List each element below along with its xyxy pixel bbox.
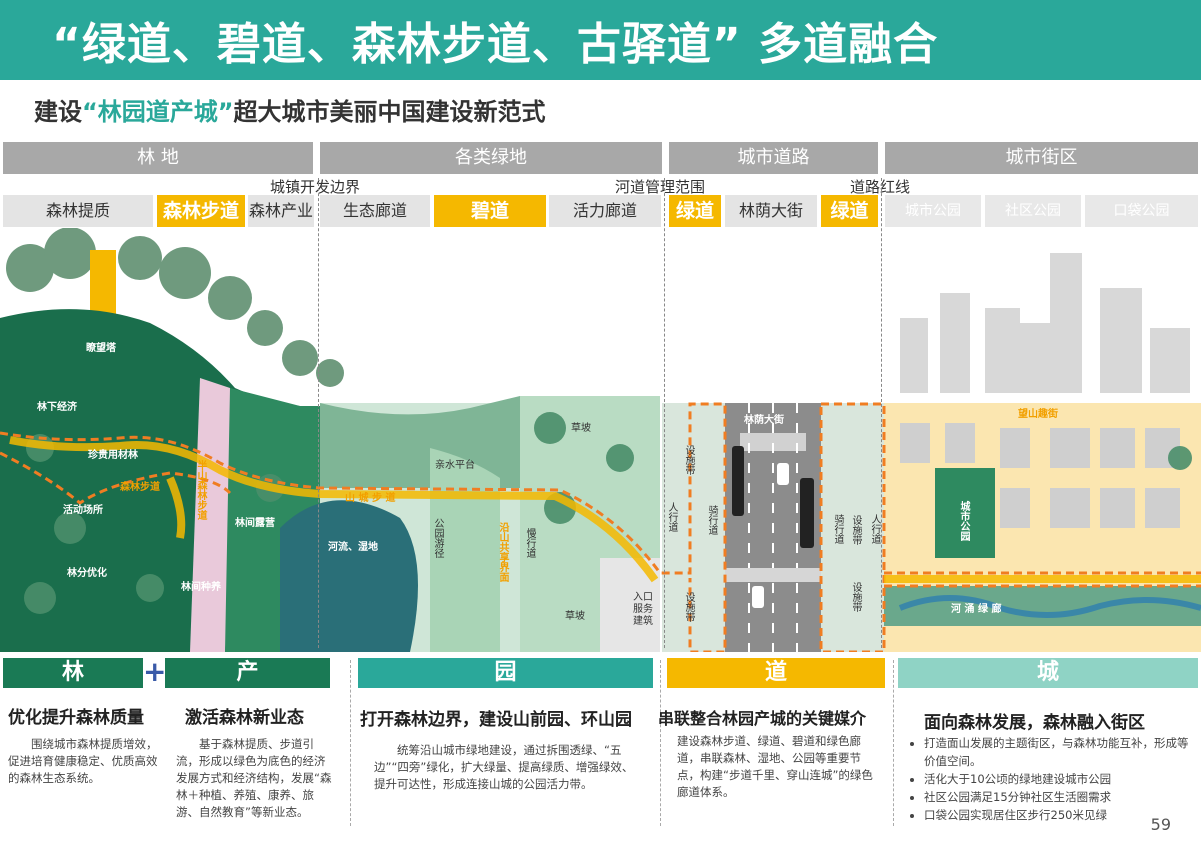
sub-eco-corridor: 生态廊道 [320,195,430,227]
plus-sign: + [143,655,167,688]
cheng-bullet-1: 打造面山发展的主题街区，与森林功能互补，形成等价值空间。 [924,734,1194,770]
section-dao: 道 [667,658,885,688]
page-number: 59 [1150,815,1171,834]
sub-boulevard: 林荫大街 [725,195,817,227]
boundary-urban-development: 城镇开发边界 [270,178,361,196]
label-facility-belt-4: 设施带 [850,582,861,612]
boundary-line-1 [318,178,319,648]
label-forest-breeding: 林间种养 [181,582,221,593]
subtitle-pre: 建设 [34,98,82,126]
title-banner [0,0,1201,80]
page-title: “绿道、碧道、森林步道、古驿道” 多道融合 [52,19,939,70]
label-facility-belt-1: 设施带 [683,445,694,475]
label-facility-belt-2: 设施带 [683,592,694,622]
category-urban-road: 城市道路 [669,142,878,174]
label-park-trail: 公园游径 [432,518,443,558]
category-forest-land: 林 地 [3,142,313,174]
planning-diagram [0,228,1201,652]
label-river-wetland: 河流、湿地 [328,542,378,553]
cheng-bullet-4: 口袋公园实现居住区步行250米见绿 [924,806,1194,824]
sub-forest-trail: 森林步道 [157,195,245,227]
chan-text: 基于森林提质、步道引流，形成以绿色为底色的经济发展方式和经济结构，发展“森林＋种… [176,737,332,819]
label-mountain-path: 山 城 步 道 [345,493,396,504]
label-sidewalk-1: 人行道 [666,502,677,532]
boundary-line-2 [664,178,665,648]
sub-community-park: 社区公园 [985,195,1081,227]
sub-forest-industry: 森林产业 [248,195,314,227]
label-bike-lane-1: 骑行道 [706,505,717,535]
sub-pocket-park: 口袋公园 [1085,195,1198,227]
category-green-space: 各类绿地 [320,142,662,174]
label-river-corridor: 河 涌 绿 廊 [951,604,1002,615]
label-facility-belt-3: 设施带 [850,515,861,545]
sub-city-park: 城市公园 [885,195,981,227]
subtitle-highlight: “林园道产城” [82,98,234,126]
boundary-road-redline: 道路红线 [850,178,911,196]
label-shared-interface: 沿山共享界面 [497,522,508,582]
section-yuan: 园 [358,658,653,688]
label-watchtower: 瞭望塔 [86,343,116,354]
watchtower-icon [90,250,116,320]
sub-forest-upgrade: 森林提质 [3,195,153,227]
label-city-park: 城市公园 [958,501,969,541]
label-hillside-trail: 半山森林步道 [195,460,206,520]
subtitle-post: 超大城市美丽中国建设新范式 [233,98,546,126]
dao-heading: 串联整合林园产城的关键媒介 [658,709,867,728]
sub-greenway-1: 绿道 [669,195,721,227]
label-waterside-platform: 亲水平台 [435,460,475,471]
label-slow-lane: 慢行道 [524,528,535,558]
label-grass-slope-1: 草坡 [571,423,591,434]
category-urban-block: 城市街区 [885,142,1198,174]
boundary-line-3 [881,178,882,648]
label-activity-area: 活动场所 [63,505,103,516]
cheng-bullet-3: 社区公园满足15分钟社区生活圈需求 [924,788,1194,806]
boundary-river-management: 河道管理范围 [615,178,706,196]
dao-text: 建设森林步道、绿道、碧道和绿色廊道，串联森林、湿地、公园等重要节点，构建“步道千… [677,734,873,799]
label-entrance-building: 入口服务建筑 [633,592,653,627]
label-precious-timber: 珍贵用材林 [88,450,138,461]
block-divider-1 [350,660,351,826]
lin-heading: 优化提升森林质量 [8,708,144,728]
chan-heading: 激活森林新业态 [185,708,304,728]
label-sidewalk-2: 人行道 [869,514,880,544]
block-divider-2 [660,660,661,826]
yuan-heading: 打开森林边界，建设山前园、环山园 [360,710,632,730]
sub-greenway-2: 绿道 [821,195,878,227]
section-chan: 产 [165,658,330,688]
cheng-heading: 面向森林发展，森林融入街区 [924,713,1145,733]
sub-blueway: 碧道 [434,195,546,227]
label-forest-optimize: 林分优化 [67,568,107,579]
cheng-bullet-2: 活化大于10公顷的绿地建设城市公园 [924,770,1194,788]
block-divider-3 [893,660,894,826]
page-subtitle: 建设“林园道产城”超大城市美丽中国建设新范式 [34,92,546,127]
label-grass-slope-2: 草坡 [565,611,585,622]
section-cheng: 城 [898,658,1198,688]
label-forest-camp: 林间露营 [235,518,275,529]
label-mountain-street: 望山趣街 [1018,409,1058,420]
sub-vitality-corridor: 活力廊道 [549,195,661,227]
label-boulevard: 林荫大街 [744,415,784,426]
section-lin: 林 [3,658,143,688]
cheng-bullet-list: 打造面山发展的主题街区，与森林功能互补，形成等价值空间。 活化大于10公顷的绿地… [910,734,1194,824]
lin-text: 围绕城市森林提质增效，促进培育健康稳定、优质高效的森林生态系统。 [8,737,158,785]
label-forest-economy: 林下经济 [37,402,77,413]
label-bike-lane-2: 骑行道 [832,514,843,544]
yuan-text: 统筹沿山城市绿地建设，通过拆围透绿、“五边”“四旁”绿化，扩大绿量、提高绿质、增… [374,743,634,791]
label-forest-trail: 森林步道 [120,482,160,493]
